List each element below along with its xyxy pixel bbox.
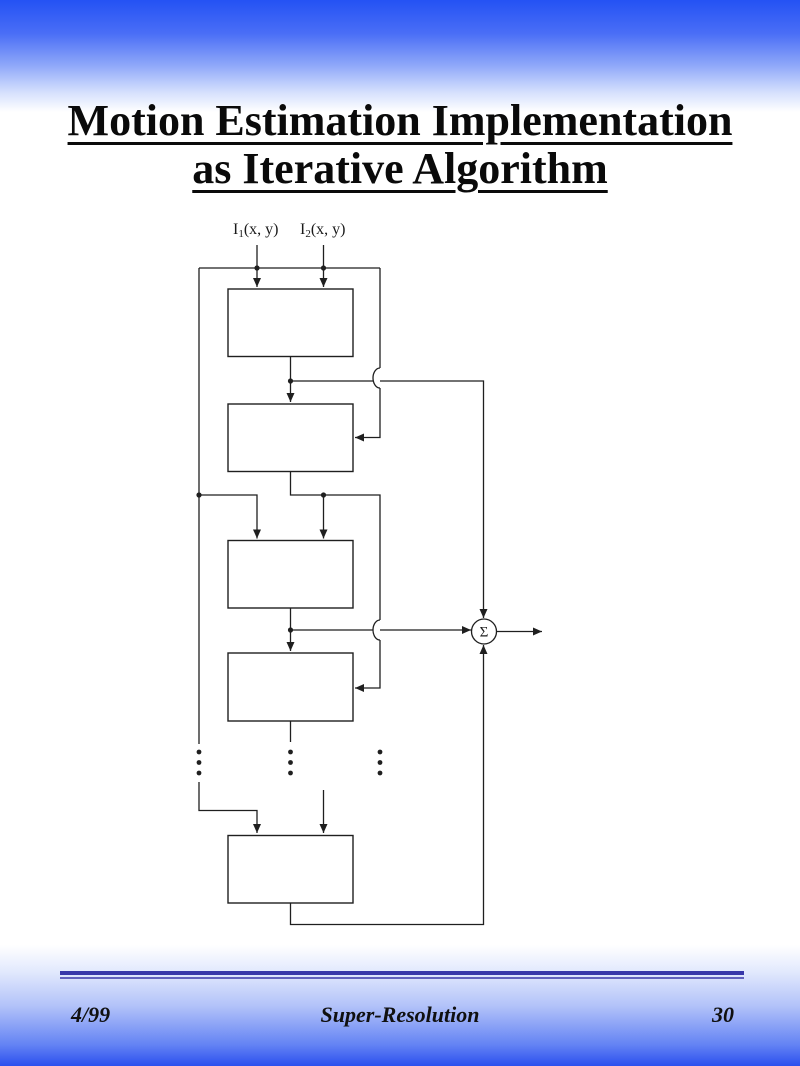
ellipsis-dot bbox=[377, 760, 383, 765]
footer-deck-title: Super-Resolution bbox=[320, 1002, 480, 1027]
edge-box5-to-sum-bottom bbox=[289, 645, 488, 926]
page-title: Motion Estimation Implementation as Iter… bbox=[0, 97, 800, 193]
ellipsis-dot bbox=[377, 770, 383, 776]
process-box-5 bbox=[227, 834, 354, 904]
input-label-2-args: (x, y) bbox=[310, 221, 346, 238]
line-hop-upper bbox=[372, 367, 381, 389]
ellipsis-dot bbox=[288, 770, 293, 776]
input-label-2-base: I bbox=[300, 221, 306, 238]
title-line-1: Motion Estimation Implementation bbox=[67, 96, 733, 145]
edge-into-box2-right bbox=[355, 388, 381, 442]
input-label-2-sub: 2 bbox=[305, 228, 311, 240]
header-gradient bbox=[0, 0, 800, 112]
junction-dot bbox=[287, 627, 294, 633]
ellipsis-dot bbox=[196, 749, 202, 755]
junction-dot bbox=[254, 265, 260, 271]
edge-into-box3-left bbox=[199, 494, 261, 539]
junction-dot bbox=[287, 378, 294, 384]
junction-dot bbox=[320, 265, 327, 271]
footer-divider-thin-line bbox=[60, 977, 744, 979]
junction-dot bbox=[320, 492, 327, 498]
edge-to-sum-top bbox=[290, 380, 488, 618]
input-label-1-sub: 1 bbox=[238, 228, 244, 240]
junction-dot bbox=[196, 492, 202, 498]
input-label-1-base: I bbox=[233, 221, 239, 238]
title-line-2: as Iterative Algorithm bbox=[192, 144, 608, 193]
process-box-3 bbox=[227, 539, 354, 609]
footer-divider-thick-line bbox=[60, 971, 744, 975]
input-label-1-args: (x, y) bbox=[243, 221, 279, 238]
footer-gradient bbox=[0, 945, 800, 1066]
input-label-1: I1(x, y) bbox=[233, 221, 278, 240]
ellipsis-dot bbox=[196, 770, 202, 776]
footer-date: 4/99 bbox=[71, 1002, 111, 1027]
edge-left-bus-into-box5 bbox=[198, 782, 261, 833]
edge-mid-bus bbox=[289, 471, 381, 620]
footer-page-number: 30 bbox=[712, 1002, 734, 1027]
footer-divider bbox=[60, 971, 744, 979]
ellipsis-dot bbox=[288, 749, 293, 755]
sigma-symbol: Σ bbox=[480, 625, 489, 641]
footer: 4/99 Super-Resolution 30 bbox=[0, 1002, 800, 1028]
line-hop-lower bbox=[372, 619, 381, 641]
ellipsis-dot bbox=[377, 749, 383, 755]
process-box-2 bbox=[227, 403, 354, 473]
input-label-2: I2(x, y) bbox=[300, 221, 345, 240]
process-box-1 bbox=[227, 288, 354, 358]
ellipsis-dot bbox=[288, 760, 293, 765]
process-box-4 bbox=[227, 652, 354, 722]
ellipsis-dot bbox=[196, 760, 202, 765]
sum-node bbox=[470, 618, 498, 645]
edge-into-box4-right bbox=[355, 640, 381, 692]
